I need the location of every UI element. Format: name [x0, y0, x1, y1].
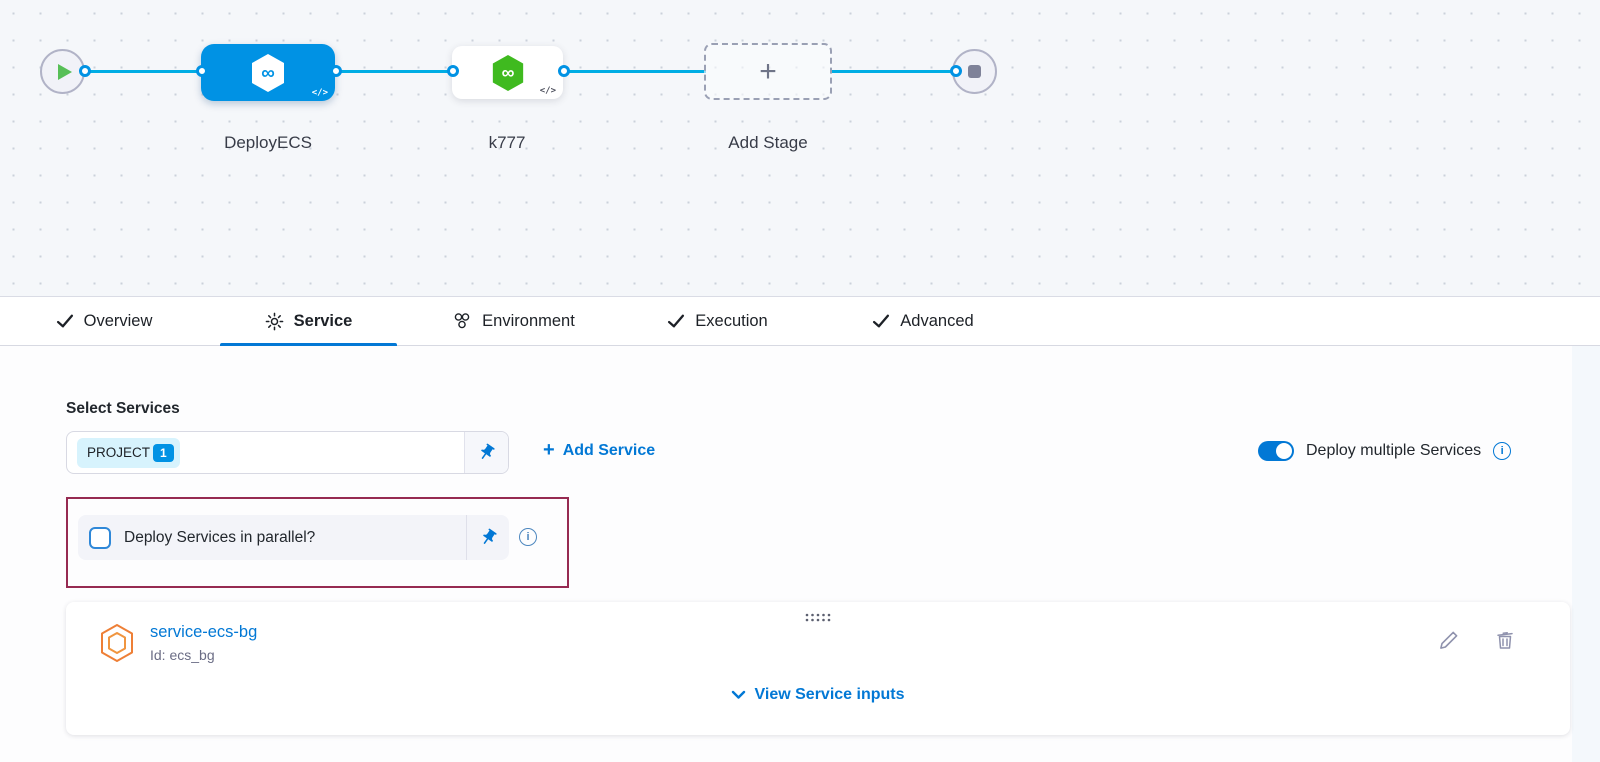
- pin-icon: [481, 443, 495, 459]
- tab-advanced[interactable]: Advanced: [838, 297, 1008, 345]
- pin-icon: [482, 528, 497, 544]
- selected-count-badge: 1: [153, 443, 174, 462]
- view-service-inputs-button[interactable]: View Service inputs: [731, 686, 905, 704]
- plus-icon: +: [759, 54, 777, 88]
- pipeline-connector: [88, 70, 202, 73]
- yaml-code-badge: </>: [311, 88, 328, 98]
- stage-tabbar: Overview Service Environment: [0, 297, 1600, 636]
- select-services-label: Select Services: [66, 400, 180, 417]
- deploy-multiple-row: Deploy multiple Services i: [1258, 441, 1512, 461]
- add-stage-button[interactable]: +: [704, 43, 832, 100]
- pipeline-connector: [336, 70, 454, 73]
- tab-environment[interactable]: Environment: [415, 297, 612, 345]
- node-port: [330, 65, 342, 77]
- deploy-parallel-checkbox[interactable]: [89, 526, 111, 549]
- tab-label: Overview: [83, 311, 153, 330]
- deploy-multiple-label: Deploy multiple Services: [1306, 442, 1482, 459]
- tab-service[interactable]: Service: [220, 297, 397, 346]
- node-port: [950, 65, 962, 77]
- play-icon: [57, 63, 72, 80]
- tab-label: Execution: [695, 311, 768, 330]
- environments-icon: [454, 313, 470, 329]
- node-port: [447, 65, 459, 77]
- edit-service-button[interactable]: [1436, 627, 1462, 653]
- info-icon[interactable]: i: [1493, 442, 1512, 460]
- info-icon[interactable]: i: [519, 528, 537, 546]
- tab-label: Advanced: [900, 311, 974, 330]
- pin-button[interactable]: [464, 432, 508, 473]
- chevron-down-icon: [731, 690, 746, 699]
- stage-label: k777: [488, 133, 526, 152]
- deploy-multiple-toggle[interactable]: [1258, 441, 1294, 461]
- service-icon: [101, 624, 133, 662]
- stage-node-deployecs[interactable]: ∞ </>: [201, 44, 335, 101]
- pipeline-connector: [565, 70, 706, 73]
- service-tab-panel: Select Services PROJECT 1 + Add Service …: [0, 346, 1600, 762]
- node-port: [558, 65, 570, 77]
- pipeline-start-node[interactable]: [40, 49, 85, 94]
- service-card: service-ecs-bg Id: ecs_bg: [66, 602, 1570, 735]
- node-port: [79, 65, 91, 77]
- toggle-knob: [1276, 443, 1292, 459]
- project-scope-tag[interactable]: PROJECT 1: [77, 437, 180, 468]
- service-id-text: Id: ecs_bg: [150, 647, 215, 663]
- pin-button[interactable]: [466, 515, 509, 560]
- tab-execution[interactable]: Execution: [635, 297, 800, 345]
- check-icon: [668, 314, 685, 328]
- deploy-parallel-field: Deploy Services in parallel?: [78, 515, 509, 560]
- select-services-input[interactable]: PROJECT 1: [66, 431, 509, 474]
- stage-node-k777[interactable]: ∞ </>: [452, 46, 563, 99]
- svg-text:∞: ∞: [261, 63, 275, 84]
- deploy-parallel-label: Deploy Services in parallel?: [124, 528, 316, 546]
- project-scope-label: PROJECT: [87, 445, 151, 460]
- tab-overview[interactable]: Overview: [24, 297, 184, 345]
- svg-text:∞: ∞: [501, 62, 514, 82]
- trash-icon: [1497, 632, 1513, 649]
- pipeline-canvas[interactable]: ∞ </> DeployECS ∞ </> k777 + Add Stage: [0, 0, 1600, 297]
- pipeline-connector: [832, 70, 955, 73]
- check-icon: [56, 314, 73, 328]
- stage-label: DeployECS: [224, 133, 312, 152]
- add-service-label: Add Service: [562, 441, 656, 459]
- drag-handle-icon[interactable]: [804, 609, 832, 627]
- delete-service-button[interactable]: [1492, 627, 1518, 653]
- tab-label: Environment: [482, 311, 575, 330]
- annotation-highlight-box: [66, 497, 569, 588]
- plus-icon: +: [543, 439, 555, 461]
- check-icon: [873, 314, 890, 328]
- tab-label: Service: [293, 311, 353, 330]
- view-service-inputs-label: View Service inputs: [754, 686, 905, 703]
- pencil-icon: [1440, 631, 1458, 649]
- stop-icon: [968, 65, 981, 78]
- yaml-code-badge: </>: [539, 86, 556, 96]
- panel-edge: [1572, 346, 1600, 762]
- add-stage-label: Add Stage: [728, 133, 808, 152]
- add-service-button[interactable]: + Add Service: [543, 439, 655, 462]
- node-port: [196, 65, 208, 77]
- cd-stage-icon: ∞: [252, 53, 284, 92]
- service-name-link[interactable]: service-ecs-bg: [150, 623, 258, 641]
- cd-stage-icon: ∞: [492, 54, 523, 91]
- gear-icon: [265, 312, 283, 330]
